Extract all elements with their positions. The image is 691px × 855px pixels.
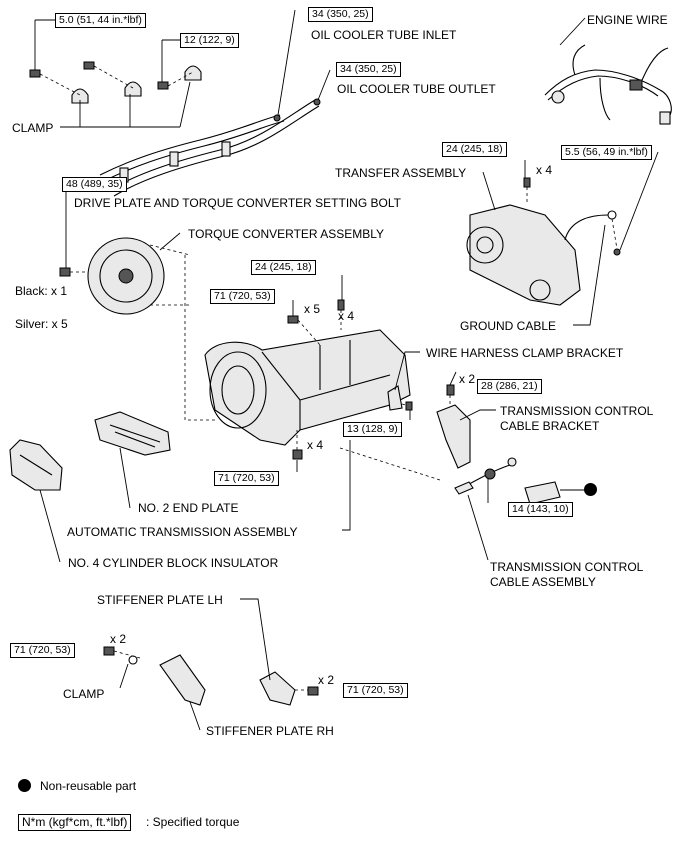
automatic-transmission bbox=[184, 255, 441, 481]
legend-torque-desc: : Specified torque bbox=[146, 815, 240, 829]
torque-outlet: 34 (350, 25) bbox=[336, 62, 401, 77]
transfer-assembly bbox=[466, 177, 621, 306]
wire-harness-clamp-bracket bbox=[387, 385, 413, 411]
label-torque-converter: TORQUE CONVERTER ASSEMBLY bbox=[188, 227, 385, 241]
count-transfer: x 4 bbox=[536, 163, 553, 177]
torque-converter bbox=[59, 237, 191, 315]
label-ground-cable: GROUND CABLE bbox=[460, 319, 557, 333]
torque-trans-71-lower: 71 (720, 53) bbox=[214, 471, 279, 486]
torque-stiff-rh-71: 71 (720, 53) bbox=[10, 643, 75, 658]
label-trans-control-cable-2: CABLE ASSEMBLY bbox=[490, 575, 596, 589]
no2-end-plate bbox=[94, 411, 171, 456]
torque-inlet: 34 (350, 25) bbox=[308, 7, 373, 22]
count-stiff-lh: x 2 bbox=[318, 673, 335, 687]
label-engine-wire: ENGINE WIRE bbox=[587, 13, 668, 27]
non-reusable-marker bbox=[584, 483, 597, 496]
label-stiffener-rh: STIFFENER PLATE RH bbox=[206, 724, 334, 738]
stiffener-plates bbox=[103, 646, 319, 706]
count-trans-lower: x 4 bbox=[307, 438, 324, 452]
label-trans-control-bracket-2: CABLE BRACKET bbox=[500, 419, 600, 433]
label-trans-control-cable-1: TRANSMISSION CONTROL bbox=[490, 560, 644, 574]
trans-control-bracket bbox=[436, 384, 471, 469]
non-reusable-leader bbox=[560, 489, 584, 491]
engine-wire-harness bbox=[544, 44, 672, 125]
label-transfer-assembly: TRANSFER ASSEMBLY bbox=[335, 166, 467, 180]
label-oil-cooler-outlet: OIL COOLER TUBE OUTLET bbox=[337, 82, 496, 96]
label-black-count: Black: x 1 bbox=[15, 284, 68, 298]
label-drive-plate-bolt: DRIVE PLATE AND TORQUE CONVERTER SETTING… bbox=[74, 196, 401, 210]
torque-drive-plate: 48 (489, 35) bbox=[62, 177, 127, 192]
no4-insulator bbox=[9, 439, 63, 491]
torque-bracket-28: 28 (286, 21) bbox=[477, 379, 542, 394]
label-no2-end-plate: NO. 2 END PLATE bbox=[138, 501, 239, 515]
torque-cable-14: 14 (143, 10) bbox=[508, 502, 573, 517]
leader-lines bbox=[34, 9, 659, 731]
label-no4-insulator: NO. 4 CYLINDER BLOCK INSULATOR bbox=[68, 556, 279, 570]
torque-trans-71-upper: 71 (720, 53) bbox=[210, 289, 275, 304]
label-oil-cooler-inlet: OIL COOLER TUBE INLET bbox=[311, 28, 457, 42]
torque-clamp-12: 12 (122, 9) bbox=[180, 33, 239, 48]
legend-torque-key: N*m (kgf*cm, ft.*lbf) bbox=[18, 814, 132, 831]
torque-harness-13: 13 (128, 9) bbox=[343, 422, 402, 437]
label-silver-count: Silver: x 5 bbox=[15, 317, 68, 331]
torque-ground: 5.5 (56, 49 in.*lbf) bbox=[561, 145, 652, 160]
clamp-set-top bbox=[29, 61, 202, 104]
trans-control-cable bbox=[454, 457, 561, 505]
label-trans-control-bracket-1: TRANSMISSION CONTROL bbox=[500, 404, 654, 418]
count-trans-upper: x 5 bbox=[304, 302, 321, 316]
legend-non-reusable-text: Non-reusable part bbox=[40, 779, 137, 793]
torque-trans-24: 24 (245, 18) bbox=[251, 260, 316, 275]
count-bracket: x 2 bbox=[459, 372, 476, 386]
label-clamp-bottom: CLAMP bbox=[63, 687, 105, 701]
oil-cooler-tubes bbox=[99, 98, 321, 197]
label-stiffener-lh: STIFFENER PLATE LH bbox=[97, 593, 223, 607]
count-trans-24: x 4 bbox=[338, 309, 355, 323]
label-clamp-top: CLAMP bbox=[12, 121, 54, 135]
torque-stiff-lh-71: 71 (720, 53) bbox=[343, 683, 408, 698]
label-auto-trans: AUTOMATIC TRANSMISSION ASSEMBLY bbox=[67, 525, 298, 539]
label-wire-harness-bracket: WIRE HARNESS CLAMP BRACKET bbox=[426, 346, 624, 360]
torque-transfer: 24 (245, 18) bbox=[442, 142, 507, 157]
legend-non-reusable-dot bbox=[18, 779, 31, 792]
torque-clamp-bolt: 5.0 (51, 44 in.*lbf) bbox=[55, 13, 146, 28]
count-stiff-rh: x 2 bbox=[110, 632, 127, 646]
